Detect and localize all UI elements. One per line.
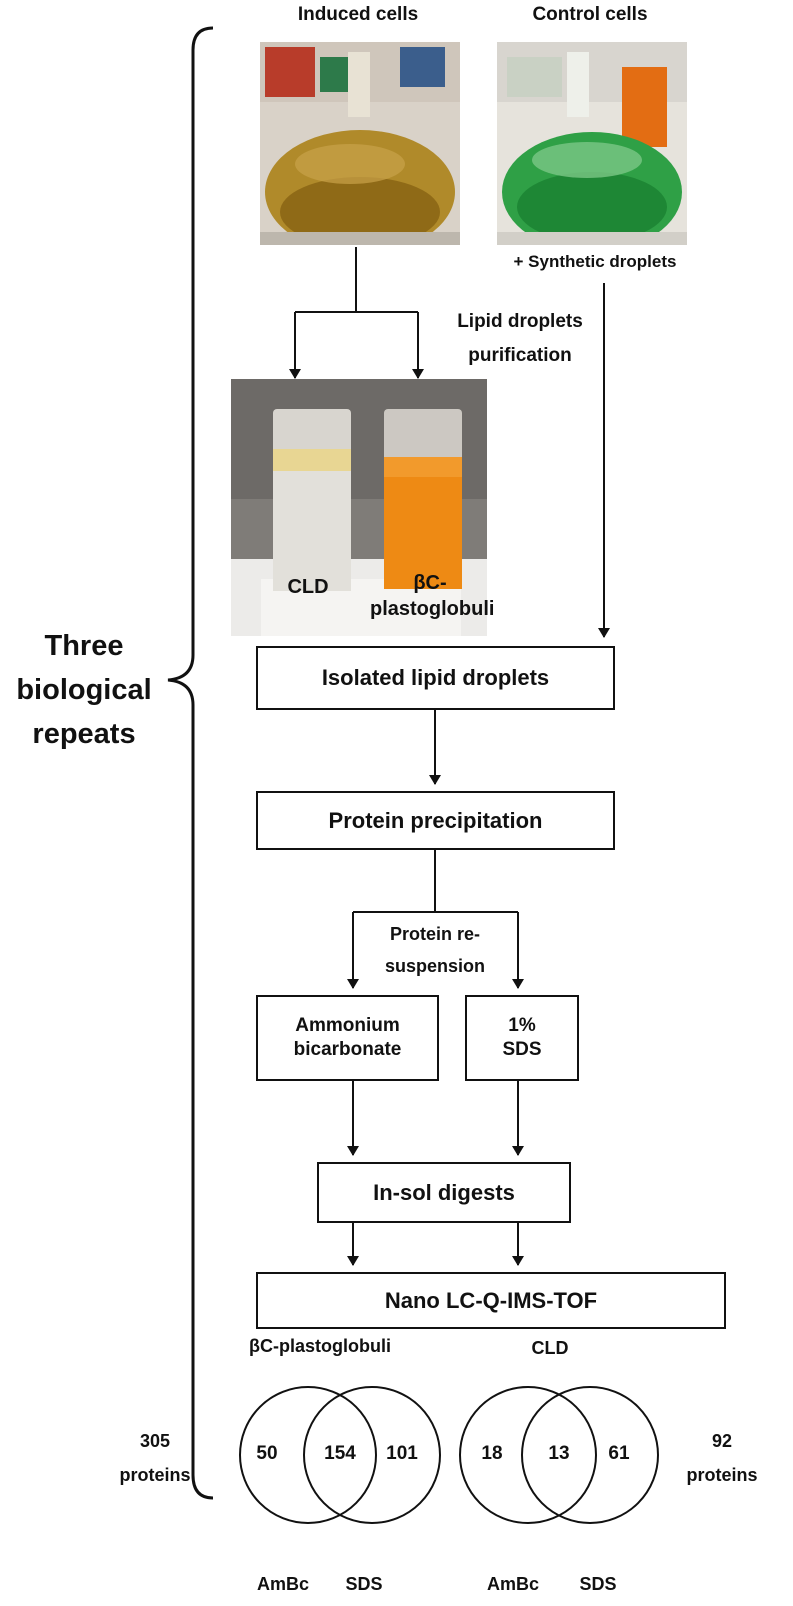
venn-right-sds-circle <box>521 1386 659 1524</box>
side-label: Three biological repeats <box>16 630 152 750</box>
tubes-photo <box>231 379 487 636</box>
purification-label: Lipid droplets purification <box>457 311 583 366</box>
venn-left-right-only-count: 101 <box>386 1443 418 1464</box>
venn-right-total: 92 proteins <box>686 1431 758 1485</box>
venn-right-right-only-count: 61 <box>608 1443 630 1464</box>
cld-tube-label: CLD <box>287 576 329 598</box>
venn-right-only-count: 18 <box>481 1443 503 1464</box>
control-cells-photo <box>497 42 687 245</box>
venn-left-overlap-count: 154 <box>324 1443 356 1464</box>
venn-left-ambc-circle <box>239 1386 377 1524</box>
in-sol-digests-box: In-sol digests <box>317 1162 571 1223</box>
venn-left-sds-circle <box>303 1386 441 1524</box>
venn-right-ambc-circle <box>459 1386 597 1524</box>
induced-cells-photo <box>260 42 460 245</box>
induced-cells-label: Induced cells <box>297 4 419 25</box>
venn-right-ambc-label: AmBc <box>486 1574 539 1594</box>
protein-precipitation-box: Protein precipitation <box>256 791 615 850</box>
repeat-brace <box>167 26 214 1500</box>
isolated-lipid-droplets-box: Isolated lipid droplets <box>256 646 615 710</box>
bc-plastoglobuli-tube-label: βC- plastoglobuli <box>370 572 495 620</box>
venn-left-total: 305 proteins <box>119 1431 191 1485</box>
venn-left-ambc-label: AmBc <box>256 1574 309 1594</box>
ammonium-bicarbonate-box: Ammonium bicarbonate <box>256 995 439 1081</box>
resuspension-label: Protein re- suspension <box>365 918 505 982</box>
sds-box: 1% SDS <box>465 995 579 1081</box>
venn-left-title: βC-plastoglobuli <box>249 1336 391 1356</box>
venn-right-overlap-count: 13 <box>548 1443 570 1464</box>
synthetic-droplets-label: + Synthetic droplets <box>513 252 677 271</box>
nano-lc-ms-box: Nano LC-Q-IMS-TOF <box>256 1272 726 1329</box>
venn-left-sds-label: SDS <box>345 1574 383 1594</box>
venn-right-title: CLD <box>531 1338 569 1358</box>
venn-left-only-count: 50 <box>256 1443 278 1464</box>
venn-right-sds-label: SDS <box>579 1574 617 1594</box>
control-cells-label: Control cells <box>532 4 648 25</box>
